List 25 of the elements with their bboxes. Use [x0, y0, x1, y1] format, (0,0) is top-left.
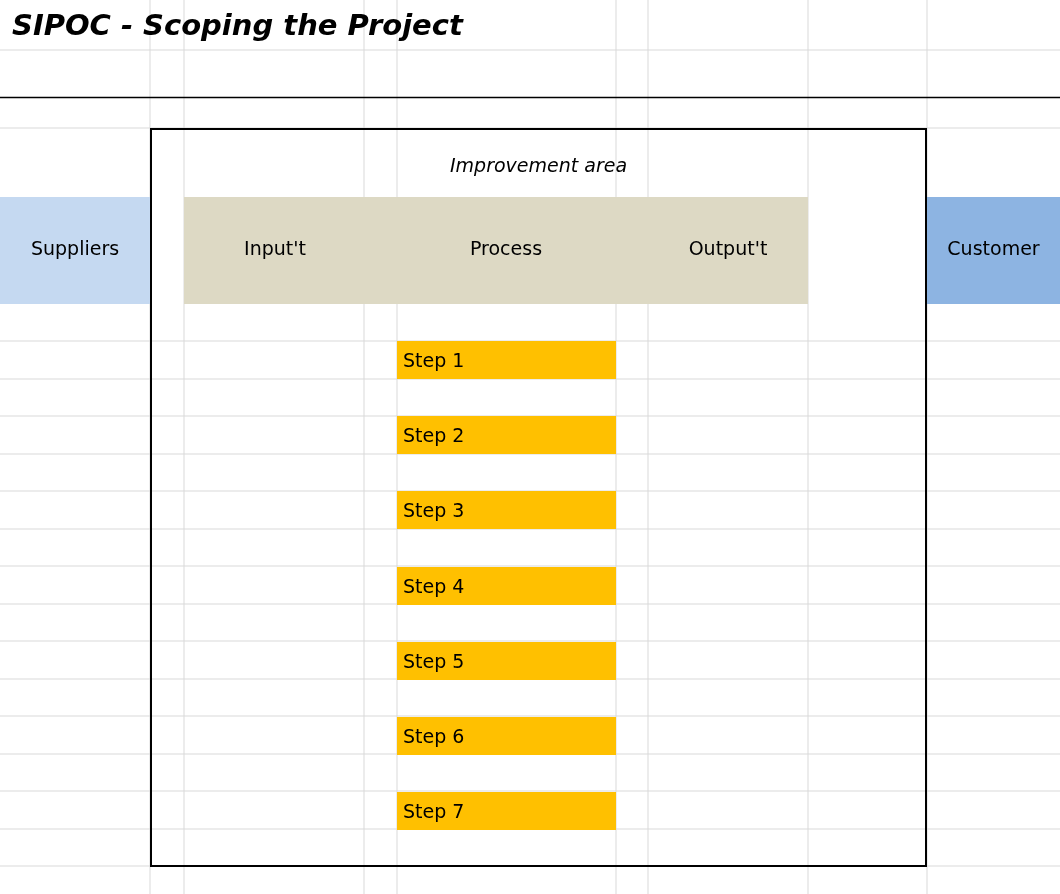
- step-label: Step 1: [403, 349, 465, 371]
- process-step-bar: [397, 566, 616, 605]
- customer-block: [927, 197, 1060, 304]
- step-label: Step 5: [403, 649, 465, 672]
- process-step-bar: [397, 341, 616, 379]
- column-header: Suppliers: [29, 237, 121, 259]
- process-step-bar: [397, 717, 616, 755]
- step-label: Step 4: [403, 574, 465, 597]
- process-step-bar: [397, 416, 616, 455]
- process-band: [184, 197, 808, 304]
- improvement-area-frame: [150, 128, 927, 867]
- step-label: Step 3: [403, 499, 465, 522]
- process-step-bar: [397, 792, 616, 831]
- step-label: Step 6: [403, 725, 465, 747]
- column-header: Customer: [946, 237, 1041, 259]
- title: SIPOC - Scoping the Project: [12, 8, 463, 42]
- column-header: Process: [468, 237, 544, 259]
- column-header: Input't: [243, 237, 307, 259]
- process-step-bar: [397, 491, 616, 530]
- suppliers-block: [0, 197, 150, 304]
- column-header: Output't: [687, 237, 769, 259]
- process-step-bar: [397, 641, 616, 680]
- area-heading: Improvement area: [448, 154, 629, 176]
- step-label: Step 2: [403, 424, 465, 447]
- step-label: Step 7: [403, 800, 465, 823]
